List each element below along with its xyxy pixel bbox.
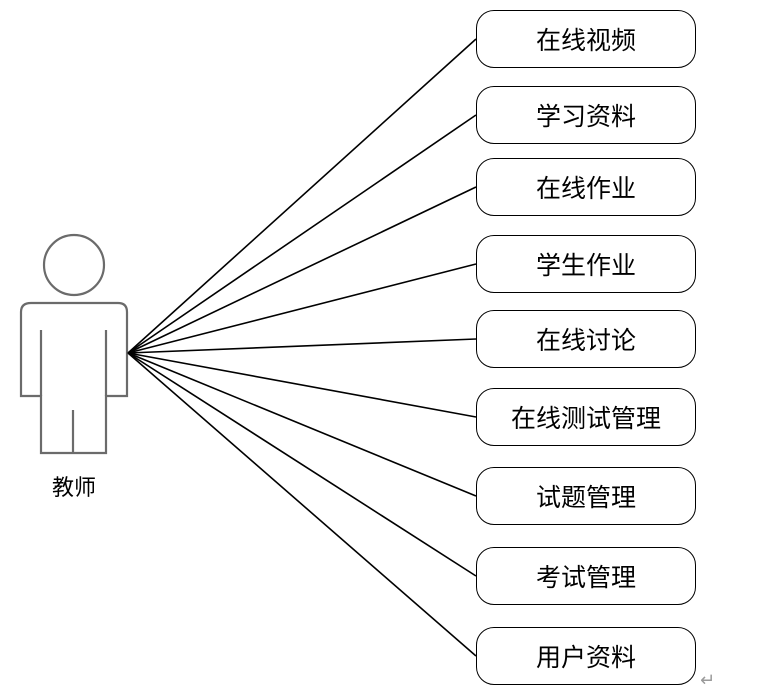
association-line-7 bbox=[127, 352, 477, 577]
association-line-3 bbox=[127, 263, 477, 354]
association-lines bbox=[127, 38, 477, 657]
association-line-0 bbox=[127, 38, 477, 354]
association-line-1 bbox=[127, 114, 477, 354]
association-line-6 bbox=[127, 352, 477, 497]
usecase-user-profile[interactable]: 用户资料 bbox=[476, 627, 696, 685]
usecase-online-video[interactable]: 在线视频 bbox=[476, 10, 696, 68]
actor-head bbox=[42, 233, 106, 297]
usecase-online-discussion[interactable]: 在线讨论 bbox=[476, 310, 696, 368]
actor-figure bbox=[19, 233, 129, 455]
usecase-exam-management[interactable]: 考试管理 bbox=[476, 547, 696, 605]
association-line-5 bbox=[127, 352, 477, 418]
usecase-online-test-management[interactable]: 在线测试管理 bbox=[476, 388, 696, 446]
usecase-online-homework[interactable]: 在线作业 bbox=[476, 158, 696, 216]
usecase-student-homework[interactable]: 学生作业 bbox=[476, 235, 696, 293]
association-line-2 bbox=[127, 186, 477, 354]
association-line-8 bbox=[127, 352, 477, 657]
paragraph-mark: ↵ bbox=[700, 670, 716, 691]
actor-label: 教师 bbox=[51, 476, 96, 501]
actor-body bbox=[19, 301, 129, 455]
usecase-study-materials[interactable]: 学习资料 bbox=[476, 86, 696, 144]
association-line-4 bbox=[127, 338, 477, 354]
usecase-question-management[interactable]: 试题管理 bbox=[476, 467, 696, 525]
